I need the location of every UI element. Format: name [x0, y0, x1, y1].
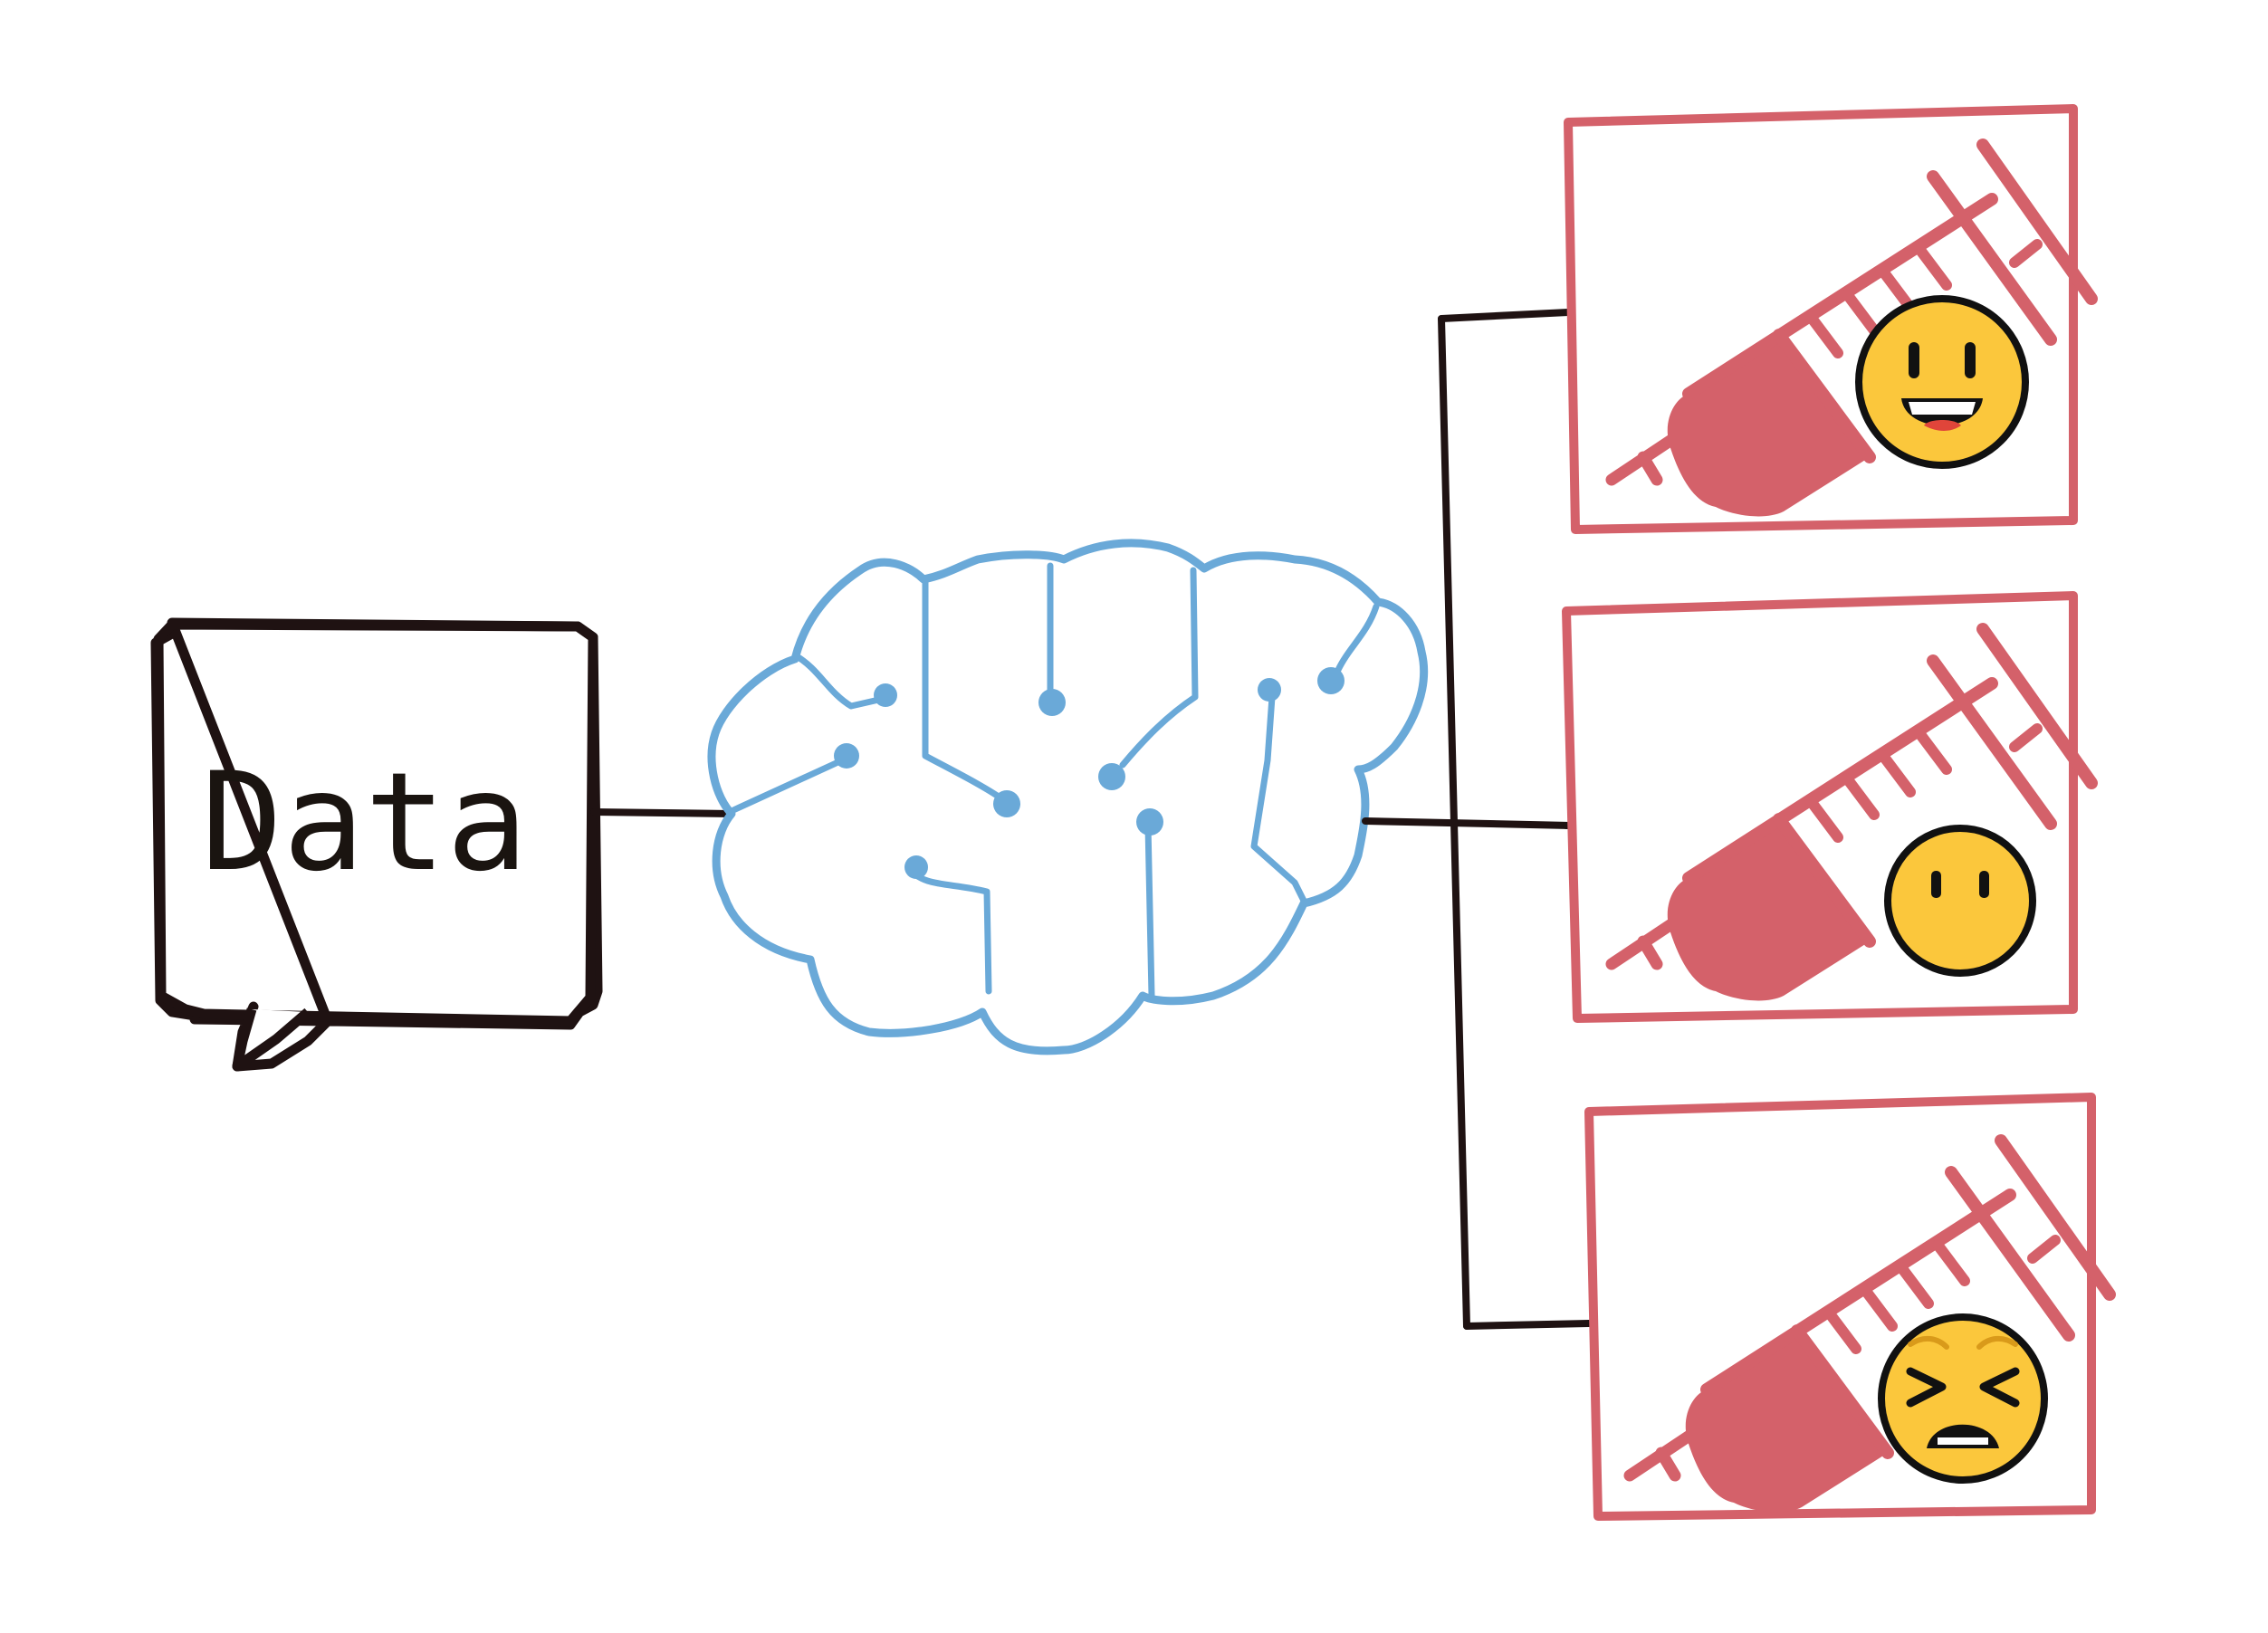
- branch-trunk: [1438, 315, 1470, 1330]
- outcome-panel-2: [1562, 591, 2091, 1023]
- connector-data-to-brain: [590, 808, 735, 817]
- branch-top: [1438, 309, 1572, 322]
- data-speech-bubble: Data: [150, 617, 603, 1072]
- outcome-panel-1: [1564, 104, 2091, 534]
- outcome-panel-3: [1584, 1093, 2110, 1521]
- grinning-face-icon: [1855, 295, 2029, 469]
- distressed-face-icon: [1878, 1313, 2048, 1484]
- data-label: Data: [201, 744, 528, 902]
- branch-bottom: [1463, 1320, 1593, 1330]
- neutral-face-icon: [1884, 825, 2036, 977]
- connector-brain-to-outcomes: [1362, 817, 1574, 829]
- brain-network-icon: [707, 539, 1429, 1055]
